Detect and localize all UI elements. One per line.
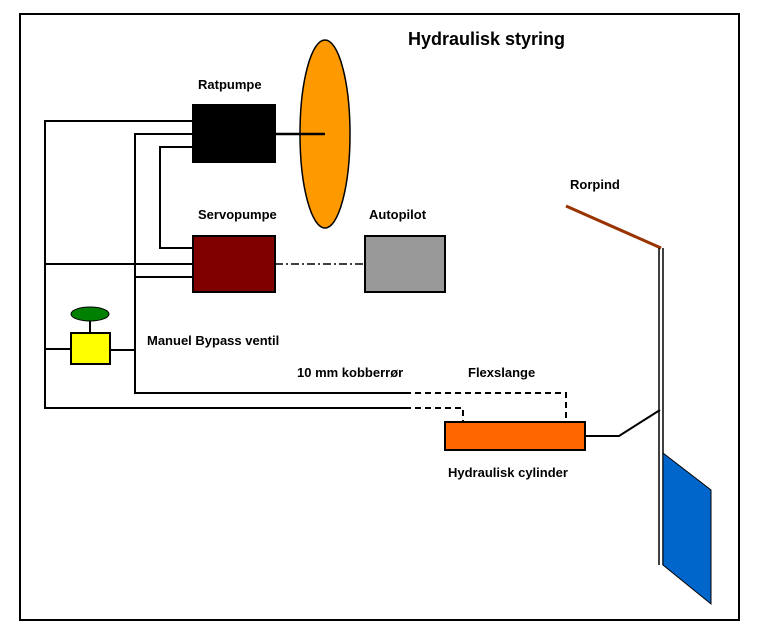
servopumpe-box bbox=[192, 235, 276, 293]
diagram-title: Hydraulisk styring bbox=[408, 29, 565, 49]
bypass-label: Manuel Bypass ventil bbox=[147, 333, 279, 348]
flexhose-label: Flexslange bbox=[468, 365, 535, 380]
rudder-blade bbox=[662, 451, 712, 606]
bypass-valve bbox=[70, 332, 111, 365]
tiller bbox=[565, 204, 662, 250]
servopumpe-label: Servopumpe bbox=[198, 207, 277, 222]
autopilot-label: Autopilot bbox=[369, 207, 427, 222]
ratpumpe-box bbox=[192, 104, 276, 163]
copper-pipes bbox=[44, 120, 405, 409]
tiller-label: Rorpind bbox=[570, 177, 620, 192]
cylinder-rod bbox=[585, 409, 661, 437]
ratpumpe-label: Ratpumpe bbox=[198, 77, 262, 92]
flex-hoses bbox=[405, 392, 567, 422]
diagram-frame bbox=[19, 13, 740, 621]
flexhose-right bbox=[405, 392, 567, 422]
bypass-knob-icon bbox=[70, 306, 110, 322]
copper-pipe-label: 10 mm kobberrør bbox=[297, 365, 403, 380]
cylinder-label: Hydraulisk cylinder bbox=[448, 465, 568, 480]
autopilot-box bbox=[364, 235, 446, 293]
pipe-ratpumpe-to-servopumpe bbox=[159, 146, 193, 249]
hydraulic-cylinder bbox=[444, 421, 586, 451]
